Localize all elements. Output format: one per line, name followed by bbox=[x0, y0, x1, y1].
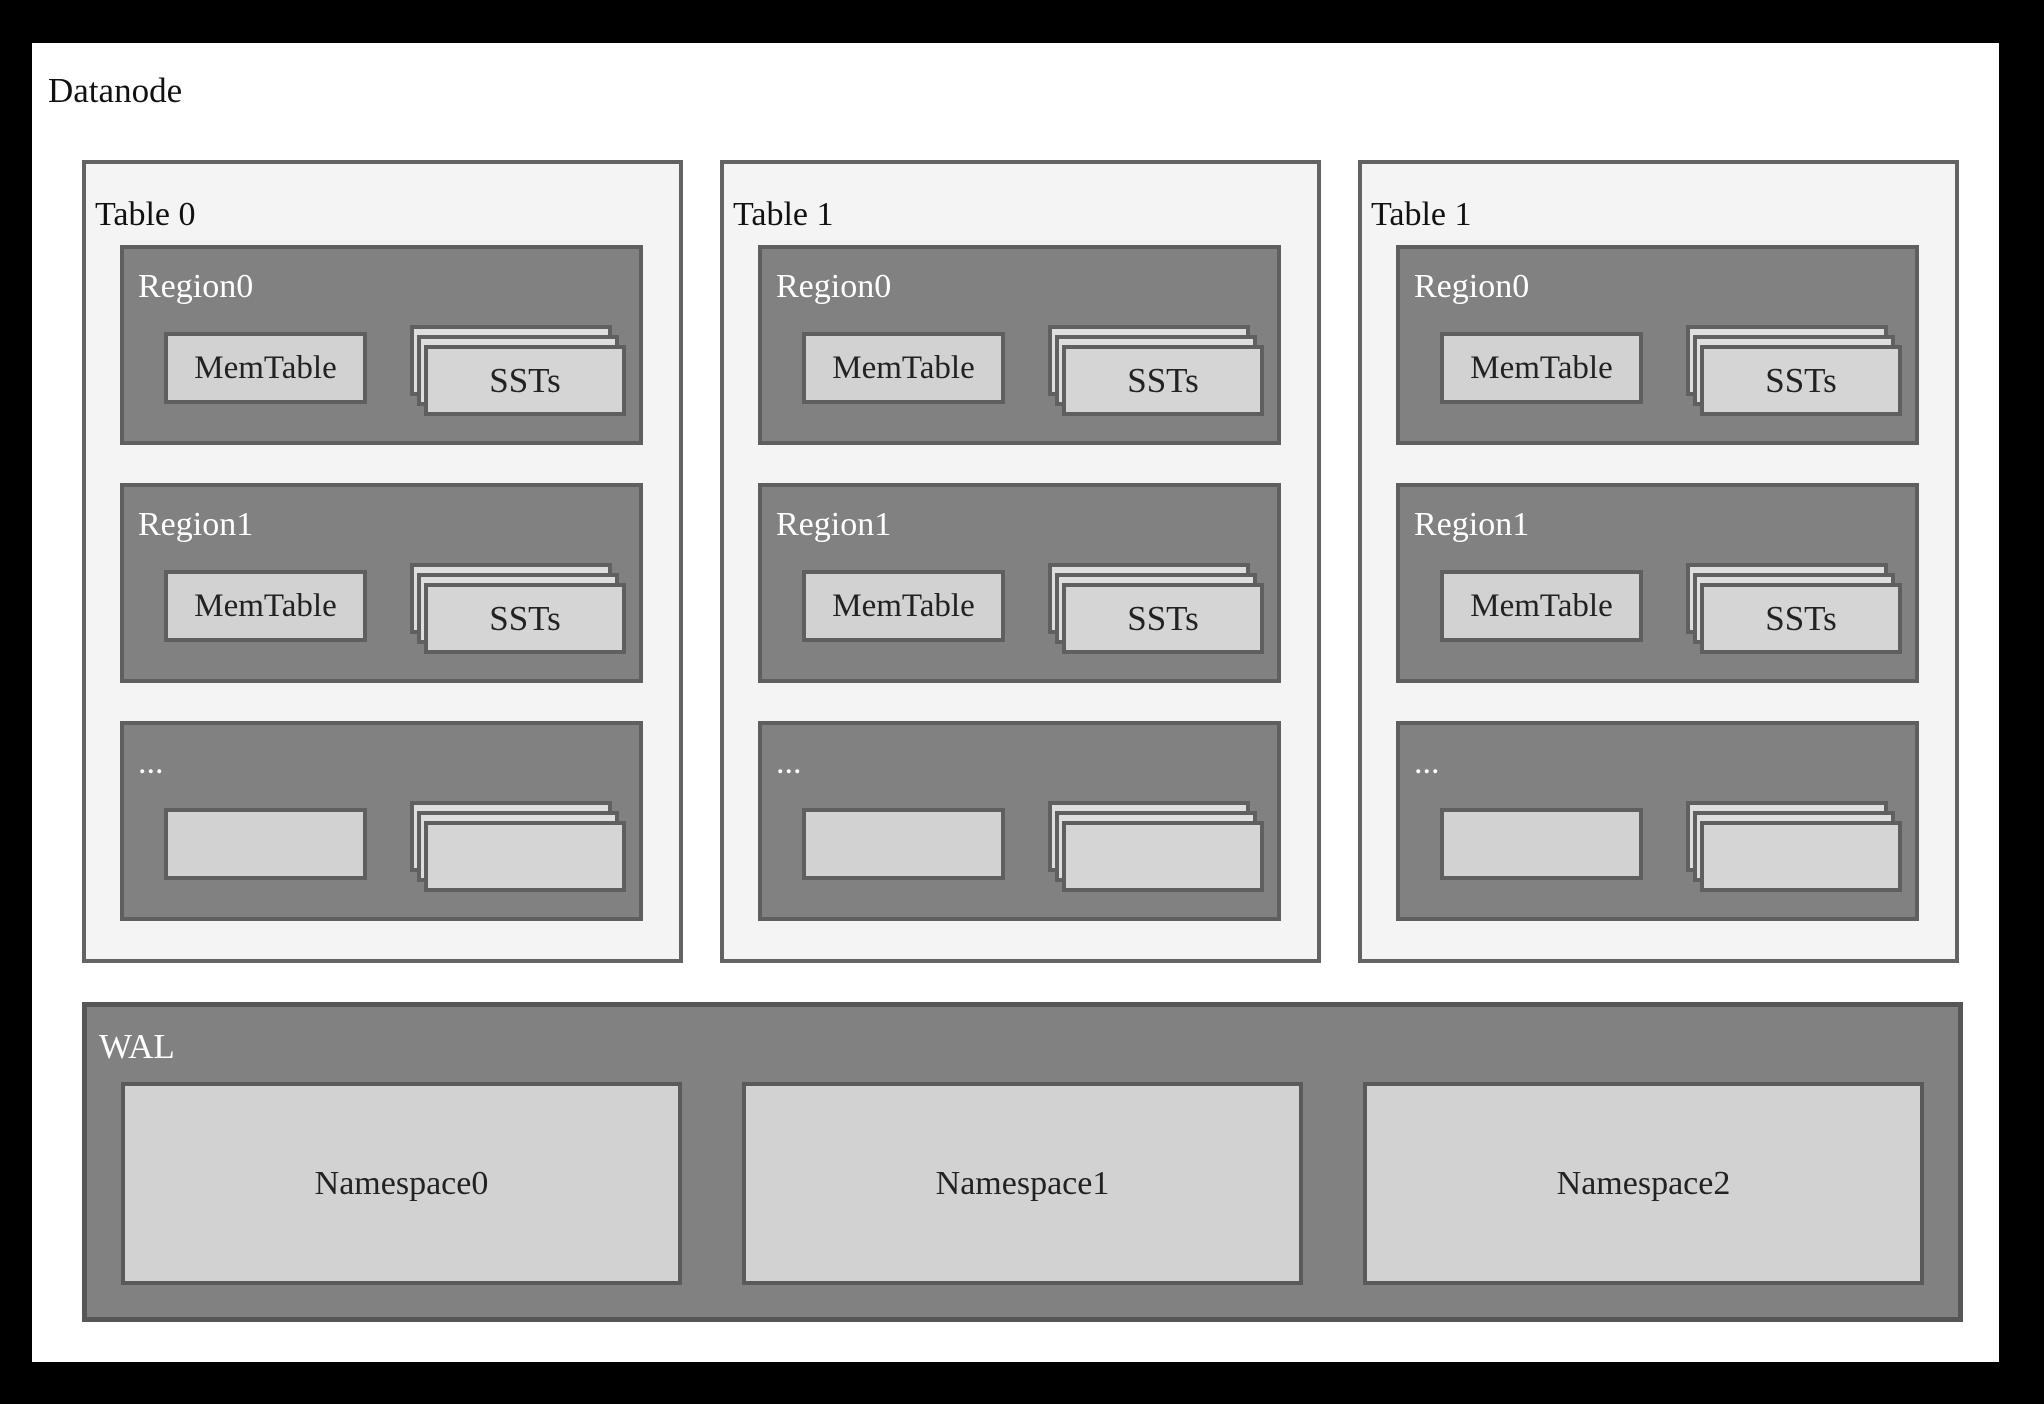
region-label: Region0 bbox=[1414, 268, 1530, 305]
memtable-box: MemTable bbox=[802, 332, 1005, 404]
ssts-box-empty bbox=[1700, 821, 1902, 892]
namespaces-row: Namespace0 Namespace1 Namespace2 bbox=[121, 1082, 1924, 1285]
table-card: Table 1 Region0 MemTable SSTs Region1 Me… bbox=[720, 160, 1321, 963]
memtable-box-empty bbox=[1440, 808, 1643, 880]
datanode-title: Datanode bbox=[48, 71, 183, 110]
region-card: Region1 MemTable SSTs bbox=[120, 483, 643, 683]
region-card-ellipsis: ... bbox=[758, 721, 1281, 921]
region-card: Region0 MemTable SSTs bbox=[120, 245, 643, 445]
memtable-box: MemTable bbox=[802, 570, 1005, 642]
table-card: Table 1 Region0 MemTable SSTs Region1 Me… bbox=[1358, 160, 1959, 963]
region-label: Region1 bbox=[138, 506, 254, 543]
ssts-box-empty bbox=[1062, 821, 1264, 892]
table-label: Table 0 bbox=[95, 196, 196, 233]
region-card: Region1 MemTable SSTs bbox=[1396, 483, 1919, 683]
ssts-box: SSTs bbox=[424, 345, 626, 416]
table-label: Table 1 bbox=[1371, 196, 1472, 233]
tables-row: Table 0 Region0 MemTable SSTs Region1 Me… bbox=[82, 160, 1959, 963]
region-label: ... bbox=[776, 744, 802, 781]
namespace-box: Namespace2 bbox=[1363, 1082, 1924, 1285]
namespace-box: Namespace1 bbox=[742, 1082, 1303, 1285]
region-card: Region0 MemTable SSTs bbox=[1396, 245, 1919, 445]
ssts-box: SSTs bbox=[424, 583, 626, 654]
region-card: Region1 MemTable SSTs bbox=[758, 483, 1281, 683]
memtable-box-empty bbox=[164, 808, 367, 880]
region-label: ... bbox=[138, 744, 164, 781]
regions-column: Region0 MemTable SSTs Region1 MemTable S… bbox=[1396, 245, 1919, 921]
region-card-ellipsis: ... bbox=[1396, 721, 1919, 921]
region-label: Region1 bbox=[1414, 506, 1530, 543]
memtable-box: MemTable bbox=[164, 332, 367, 404]
region-label: Region1 bbox=[776, 506, 892, 543]
ssts-box: SSTs bbox=[1700, 583, 1902, 654]
table-label: Table 1 bbox=[733, 196, 834, 233]
wal-box: WAL Namespace0 Namespace1 Namespace2 bbox=[82, 1002, 1963, 1322]
namespace-box: Namespace0 bbox=[121, 1082, 682, 1285]
region-card-ellipsis: ... bbox=[120, 721, 643, 921]
ssts-box-empty bbox=[424, 821, 626, 892]
table-card: Table 0 Region0 MemTable SSTs Region1 Me… bbox=[82, 160, 683, 963]
wal-label: WAL bbox=[99, 1027, 175, 1066]
memtable-box: MemTable bbox=[1440, 570, 1643, 642]
memtable-box: MemTable bbox=[164, 570, 367, 642]
regions-column: Region0 MemTable SSTs Region1 MemTable S… bbox=[120, 245, 643, 921]
region-card: Region0 MemTable SSTs bbox=[758, 245, 1281, 445]
region-label: ... bbox=[1414, 744, 1440, 781]
datanode-diagram: Datanode Table 0 Region0 MemTable SSTs R… bbox=[32, 43, 1999, 1362]
region-label: Region0 bbox=[776, 268, 892, 305]
region-label: Region0 bbox=[138, 268, 254, 305]
ssts-box: SSTs bbox=[1062, 345, 1264, 416]
ssts-box: SSTs bbox=[1062, 583, 1264, 654]
ssts-box: SSTs bbox=[1700, 345, 1902, 416]
memtable-box: MemTable bbox=[1440, 332, 1643, 404]
memtable-box-empty bbox=[802, 808, 1005, 880]
regions-column: Region0 MemTable SSTs Region1 MemTable S… bbox=[758, 245, 1281, 921]
